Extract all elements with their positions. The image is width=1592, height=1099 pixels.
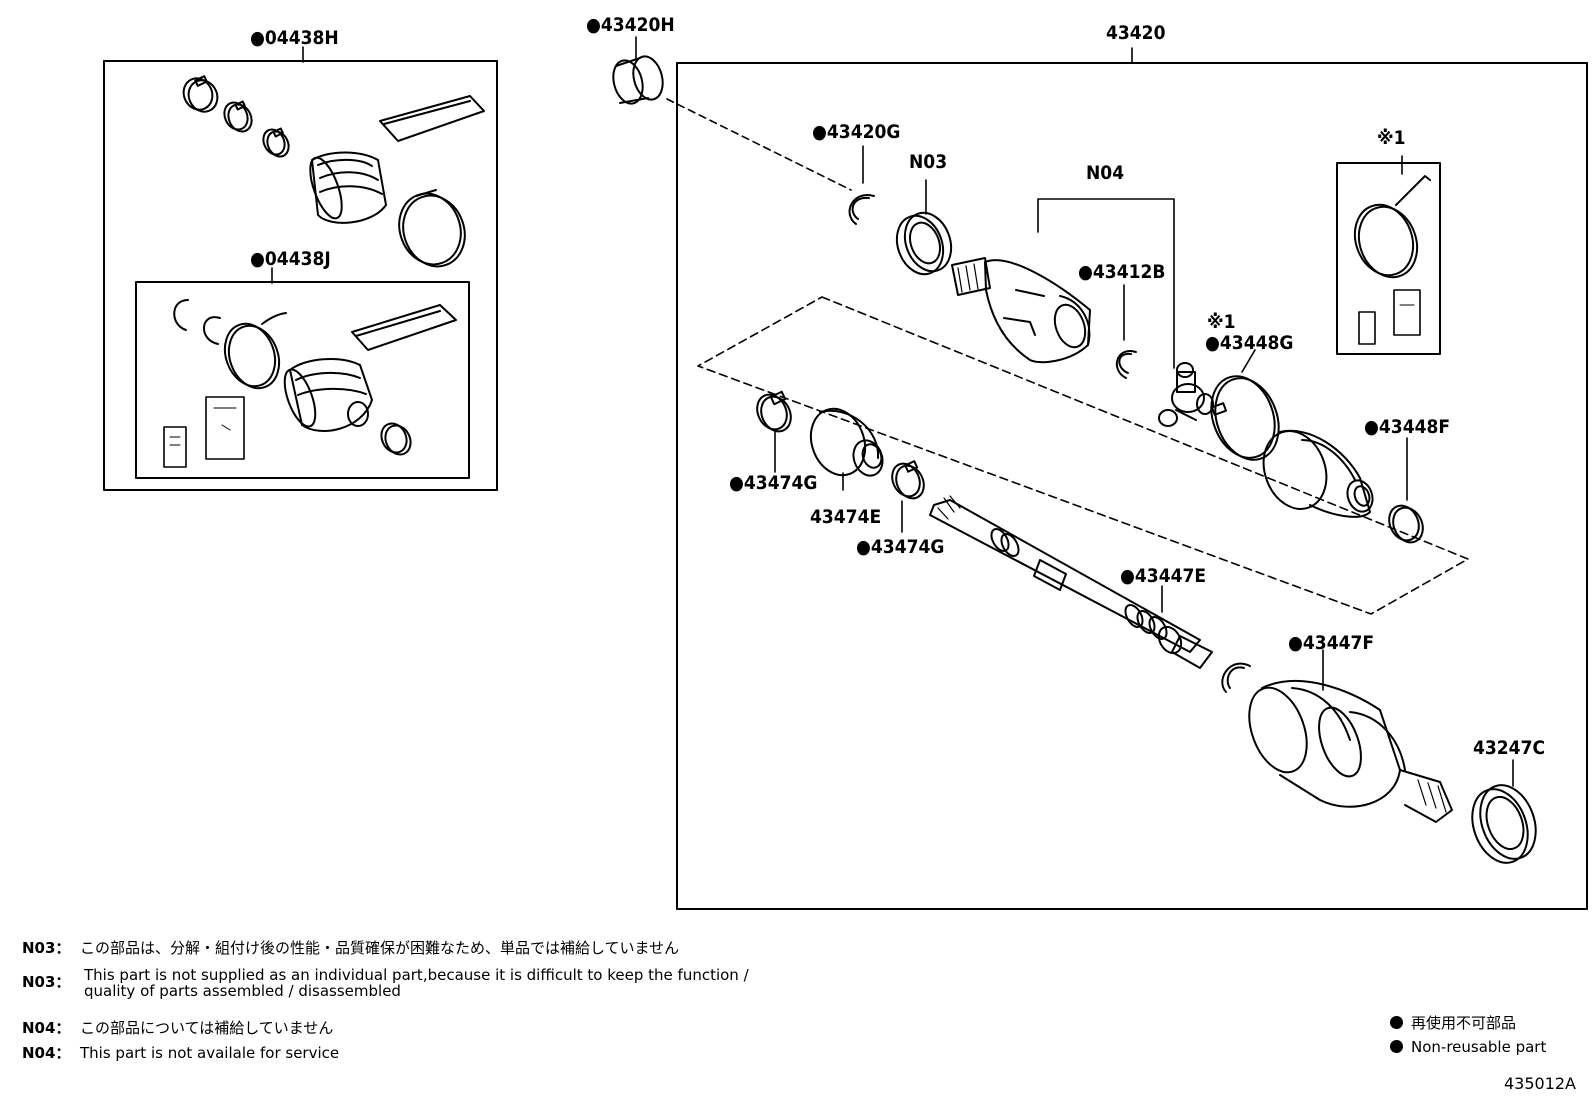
note-text: この部品については補給していません xyxy=(80,1019,334,1037)
grease-pack-icon xyxy=(379,95,485,142)
note-text: この部品は、分解・組付け後の性能・品質確保が困難なため、単品では補給していません xyxy=(80,939,680,957)
clamp-icon xyxy=(1388,504,1424,544)
clamp-icon xyxy=(182,75,219,113)
drive-shaft-icon xyxy=(929,495,1213,669)
snap-ring-icon xyxy=(173,299,189,331)
note-n03-jp: N03： この部品は、分解・組付け後の性能・品質確保が困難なため、単品では補給して… xyxy=(22,940,679,956)
part-label-n03: N03 xyxy=(909,151,947,173)
clamp-band-icon xyxy=(223,312,287,390)
boot-icon xyxy=(283,358,373,433)
tripod-icon xyxy=(1158,362,1214,427)
dashed-boot-kit-outline xyxy=(697,296,1469,615)
part-label-43474g-upper: ●43474G xyxy=(729,472,817,494)
part-label-43412b: ●43412B xyxy=(1078,261,1165,283)
mark-1-band: ※1 xyxy=(1207,311,1236,333)
note-n03-en: N03： This part is not supplied as an indi… xyxy=(22,967,749,999)
part-label-43447f: ●43447F xyxy=(1288,632,1374,654)
boot-icon xyxy=(1262,429,1374,518)
mark-1-kit: ※1 xyxy=(1377,127,1406,149)
clamp-icon xyxy=(756,390,792,433)
instruction-sheet-icon xyxy=(163,396,245,468)
oil-seal-icon xyxy=(895,211,953,276)
part-label-43448f: ●43448F xyxy=(1364,416,1450,438)
non-reusable-dot-icon xyxy=(1390,1016,1403,1029)
note-code: N03： xyxy=(22,973,71,991)
clamp-icon xyxy=(223,100,253,133)
kit-frame-mark1 xyxy=(1336,162,1441,355)
part-label-43447e: ●43447E xyxy=(1120,565,1206,587)
clamp-icon xyxy=(380,422,412,456)
legend-non-reusable-jp: 再使用不可部品 xyxy=(1390,1012,1516,1033)
snap-ring-icon xyxy=(203,316,221,345)
note-text: This part is not availale for service xyxy=(80,1044,340,1062)
clamp-icon xyxy=(891,460,925,500)
boot-icon xyxy=(309,151,387,224)
note-n04-jp: N04： この部品については補給していません xyxy=(22,1020,333,1036)
illustration-number: 435012A xyxy=(1503,1074,1576,1093)
part-label-43420g: ●43420G xyxy=(812,121,900,143)
kit-frame-04438h xyxy=(103,60,498,491)
part-label-43420h: ●43420H xyxy=(586,14,675,36)
dust-cover-icon xyxy=(612,55,664,105)
grease-pack-icon xyxy=(351,304,457,351)
part-label-n04: N04 xyxy=(1086,162,1124,184)
non-reusable-dot-icon xyxy=(1390,1040,1403,1053)
legend-text: Non-reusable part xyxy=(1411,1038,1547,1056)
part-label-43474g-lower: ●43474G xyxy=(856,536,944,558)
note-n04-en: N04： This part is not availale for servic… xyxy=(22,1045,339,1061)
leader-lines xyxy=(271,36,1514,787)
boot-icon xyxy=(809,407,884,477)
instruction-sheet-icon xyxy=(1358,289,1421,345)
outboard-joint-icon xyxy=(1248,680,1453,823)
snap-ring-icon xyxy=(848,194,875,225)
joint-housing-icon xyxy=(951,257,1091,364)
clamp-band-icon xyxy=(1353,175,1431,279)
note-code: N04： xyxy=(22,1044,71,1062)
kit-frame-04438j xyxy=(135,281,470,479)
note-text: This part is not supplied as an individu… xyxy=(84,966,749,984)
legend-text: 再使用不可部品 xyxy=(1411,1014,1517,1032)
clamp-band-icon xyxy=(398,189,466,268)
part-label-43448g: ●43448G xyxy=(1205,332,1293,354)
part-label-04438h: ●04438H xyxy=(250,27,339,49)
part-label-43247c: 43247C xyxy=(1473,737,1545,759)
snap-ring-icon xyxy=(1115,350,1137,379)
note-code: N03： xyxy=(22,939,71,957)
part-label-43474e: 43474E xyxy=(810,506,881,528)
clamp-band-icon xyxy=(1210,375,1280,461)
note-text: quality of parts assembled / disassemble… xyxy=(84,982,401,1000)
part-label-43420: 43420 xyxy=(1106,22,1166,44)
part-label-04438j: ●04438J xyxy=(250,248,331,270)
oil-seal-icon xyxy=(1471,784,1537,864)
snap-ring-icon xyxy=(1221,662,1251,693)
dashed-line-43420h xyxy=(666,98,852,191)
note-code: N04： xyxy=(22,1019,71,1037)
clamp-icon xyxy=(262,127,290,158)
legend-non-reusable-en: Non-reusable part xyxy=(1390,1038,1546,1056)
